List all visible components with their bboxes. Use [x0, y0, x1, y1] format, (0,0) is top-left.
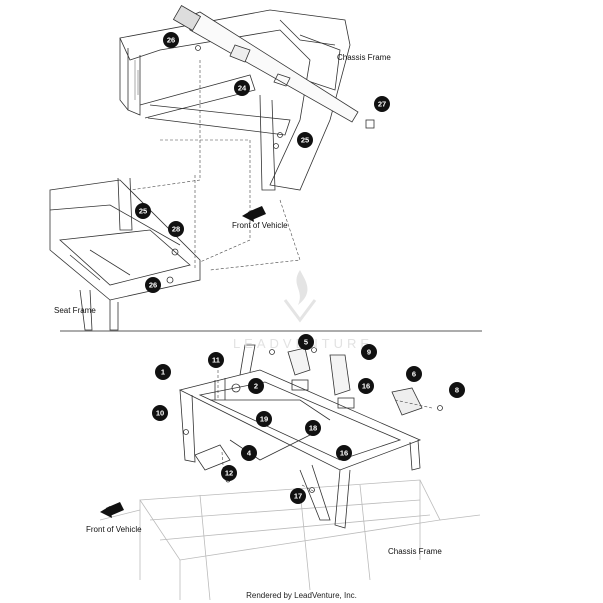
callout-12: 12 — [221, 465, 237, 481]
svg-text:27: 27 — [378, 100, 386, 109]
svg-text:25: 25 — [139, 207, 147, 216]
label-chassis-frame-bottom: Chassis Frame — [388, 547, 442, 556]
watermark-logo — [283, 270, 317, 323]
callout-25-left: 25 — [135, 203, 151, 219]
callout-28: 28 — [168, 221, 184, 237]
seat-frame-bottom-drawing — [178, 344, 423, 529]
svg-text:2: 2 — [254, 382, 258, 391]
svg-text:9: 9 — [367, 348, 371, 357]
dashed-leader-lines-top — [129, 60, 301, 271]
hardware-top — [166, 45, 375, 284]
svg-text:18: 18 — [309, 424, 317, 433]
front-arrow-bottom — [100, 502, 124, 518]
svg-text:24: 24 — [238, 84, 247, 93]
svg-text:19: 19 — [260, 415, 268, 424]
callout-5: 5 — [298, 334, 314, 350]
chassis-frame-bottom-ghost — [99, 479, 481, 601]
svg-text:16: 16 — [340, 449, 348, 458]
label-seat-frame: Seat Frame — [54, 306, 96, 315]
svg-text:1: 1 — [161, 368, 165, 377]
svg-text:26: 26 — [149, 281, 157, 290]
svg-text:8: 8 — [455, 386, 459, 395]
svg-text:17: 17 — [294, 492, 302, 501]
label-front-of-vehicle-top: Front of Vehicle — [232, 221, 288, 230]
callout-10: 10 — [152, 405, 168, 421]
svg-text:6: 6 — [412, 370, 416, 379]
callout-2: 2 — [248, 378, 264, 394]
svg-text:25: 25 — [301, 136, 309, 145]
callout-9: 9 — [361, 344, 377, 360]
svg-text:28: 28 — [172, 225, 180, 234]
callout-16-bottom: 16 — [336, 445, 352, 461]
callout-11: 11 — [208, 352, 224, 368]
callout-19: 19 — [256, 411, 272, 427]
svg-text:12: 12 — [225, 469, 233, 478]
chassis-frame-top-drawing — [119, 9, 351, 191]
callout-6: 6 — [406, 366, 422, 382]
svg-text:5: 5 — [304, 338, 308, 347]
label-front-of-vehicle-bottom: Front of Vehicle — [86, 525, 142, 534]
svg-text:26: 26 — [167, 36, 175, 45]
svg-text:16: 16 — [362, 382, 370, 391]
callout-18: 18 — [305, 420, 321, 436]
svg-text:10: 10 — [156, 409, 164, 418]
callout-8: 8 — [449, 382, 465, 398]
callout-24: 24 — [234, 80, 250, 96]
callout-25-right: 25 — [297, 132, 313, 148]
label-chassis-frame-top: Chassis Frame — [337, 53, 391, 62]
callout-4: 4 — [241, 445, 257, 461]
svg-text:11: 11 — [212, 356, 220, 365]
front-arrow-top — [242, 206, 266, 222]
footer-credit: Rendered by LeadVenture, Inc. — [246, 591, 357, 600]
callout-1: 1 — [155, 364, 171, 380]
callout-26-bottom: 26 — [145, 277, 161, 293]
shaft-part-24 — [172, 5, 359, 123]
callout-16-top: 16 — [358, 378, 374, 394]
callout-27: 27 — [374, 96, 390, 112]
seat-frame-drawing — [49, 177, 201, 331]
callout-26-top: 26 — [163, 32, 179, 48]
svg-text:4: 4 — [247, 449, 252, 458]
callout-17: 17 — [290, 488, 306, 504]
